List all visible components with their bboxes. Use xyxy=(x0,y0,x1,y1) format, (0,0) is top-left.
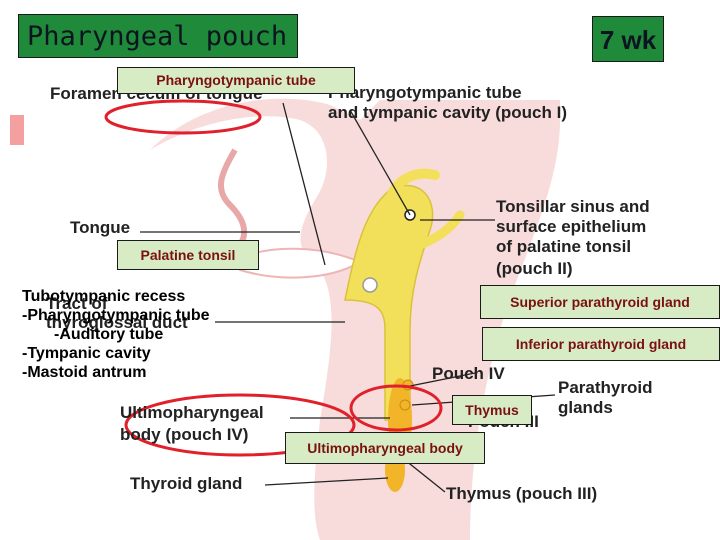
fig-label-ultimo-1: Ultimopharyngeal xyxy=(120,403,264,422)
fig-label-parathyroid-1: Parathyroid xyxy=(558,378,653,397)
annotation-pharyngotympanic-tube: Pharyngotympanic tube xyxy=(117,67,355,94)
week-badge: 7 wk xyxy=(592,16,664,62)
ring-tympanic xyxy=(104,99,262,135)
fig-label-tympanic-2: and tympanic cavity (pouch I) xyxy=(328,103,567,122)
pouch-branch-1 xyxy=(385,168,440,205)
parathyroid-2 xyxy=(399,399,411,411)
notes-list: Tubotympanic recess -Pharyngotympanic tu… xyxy=(22,287,210,382)
fig-label-tongue: Tongue xyxy=(70,218,131,237)
annotation-inferior-parathyroid: Inferior parathyroid gland xyxy=(482,327,720,361)
highlight-rings xyxy=(104,99,443,457)
fig-label-tonsillar-1: Tonsillar sinus and xyxy=(496,197,650,216)
fig-label-thyroglossal-1: Tract of xyxy=(46,294,108,313)
fig-label-thymus-pouch: Thymus (pouch III) xyxy=(446,484,598,503)
fig-label-thyroid: Thyroid gland xyxy=(130,474,243,493)
fig-label-tonsillar-2: surface epithelium xyxy=(496,217,647,236)
fig-label-parathyroid-2: glands xyxy=(558,398,613,417)
slide-title: Pharyngeal pouch xyxy=(18,14,298,58)
fig-label-tonsillar-4: (pouch II) xyxy=(496,259,573,278)
ring-thymus xyxy=(349,384,443,432)
annotation-thymus: Thymus xyxy=(452,395,532,425)
fig-label-tympanic-1: Pharyngotympanic tube xyxy=(328,83,522,102)
pink-marker xyxy=(10,115,24,145)
note-line: -Pharyngotympanic tube xyxy=(22,307,210,324)
ring-ultimopharyngeal xyxy=(124,393,356,457)
pouch-branch-2 xyxy=(395,210,465,255)
note-line: -Tympanic cavity xyxy=(22,345,151,362)
fig-label-thyroglossal-2: thyroglossal duct xyxy=(46,313,188,332)
head-tissue xyxy=(150,98,560,540)
annotation-palatine-tonsil: Palatine tonsil xyxy=(117,240,259,270)
annotation-ultimopharyngeal-body: Ultimopharyngeal body xyxy=(285,432,485,464)
fig-label-pouch4: Pouch IV xyxy=(432,364,505,383)
fig-label-tonsillar-3: of palatine tonsil xyxy=(496,237,632,256)
note-line: -Mastoid antrum xyxy=(22,364,147,381)
annotation-superior-parathyroid: Superior parathyroid gland xyxy=(480,285,720,319)
fig-label-ultimo-2: body (pouch IV) xyxy=(120,425,249,444)
note-line: -Auditory tube xyxy=(54,326,164,343)
tonsil-mark xyxy=(362,277,378,293)
note-line: Tubotympanic recess xyxy=(22,288,186,305)
face-profile xyxy=(217,148,248,262)
